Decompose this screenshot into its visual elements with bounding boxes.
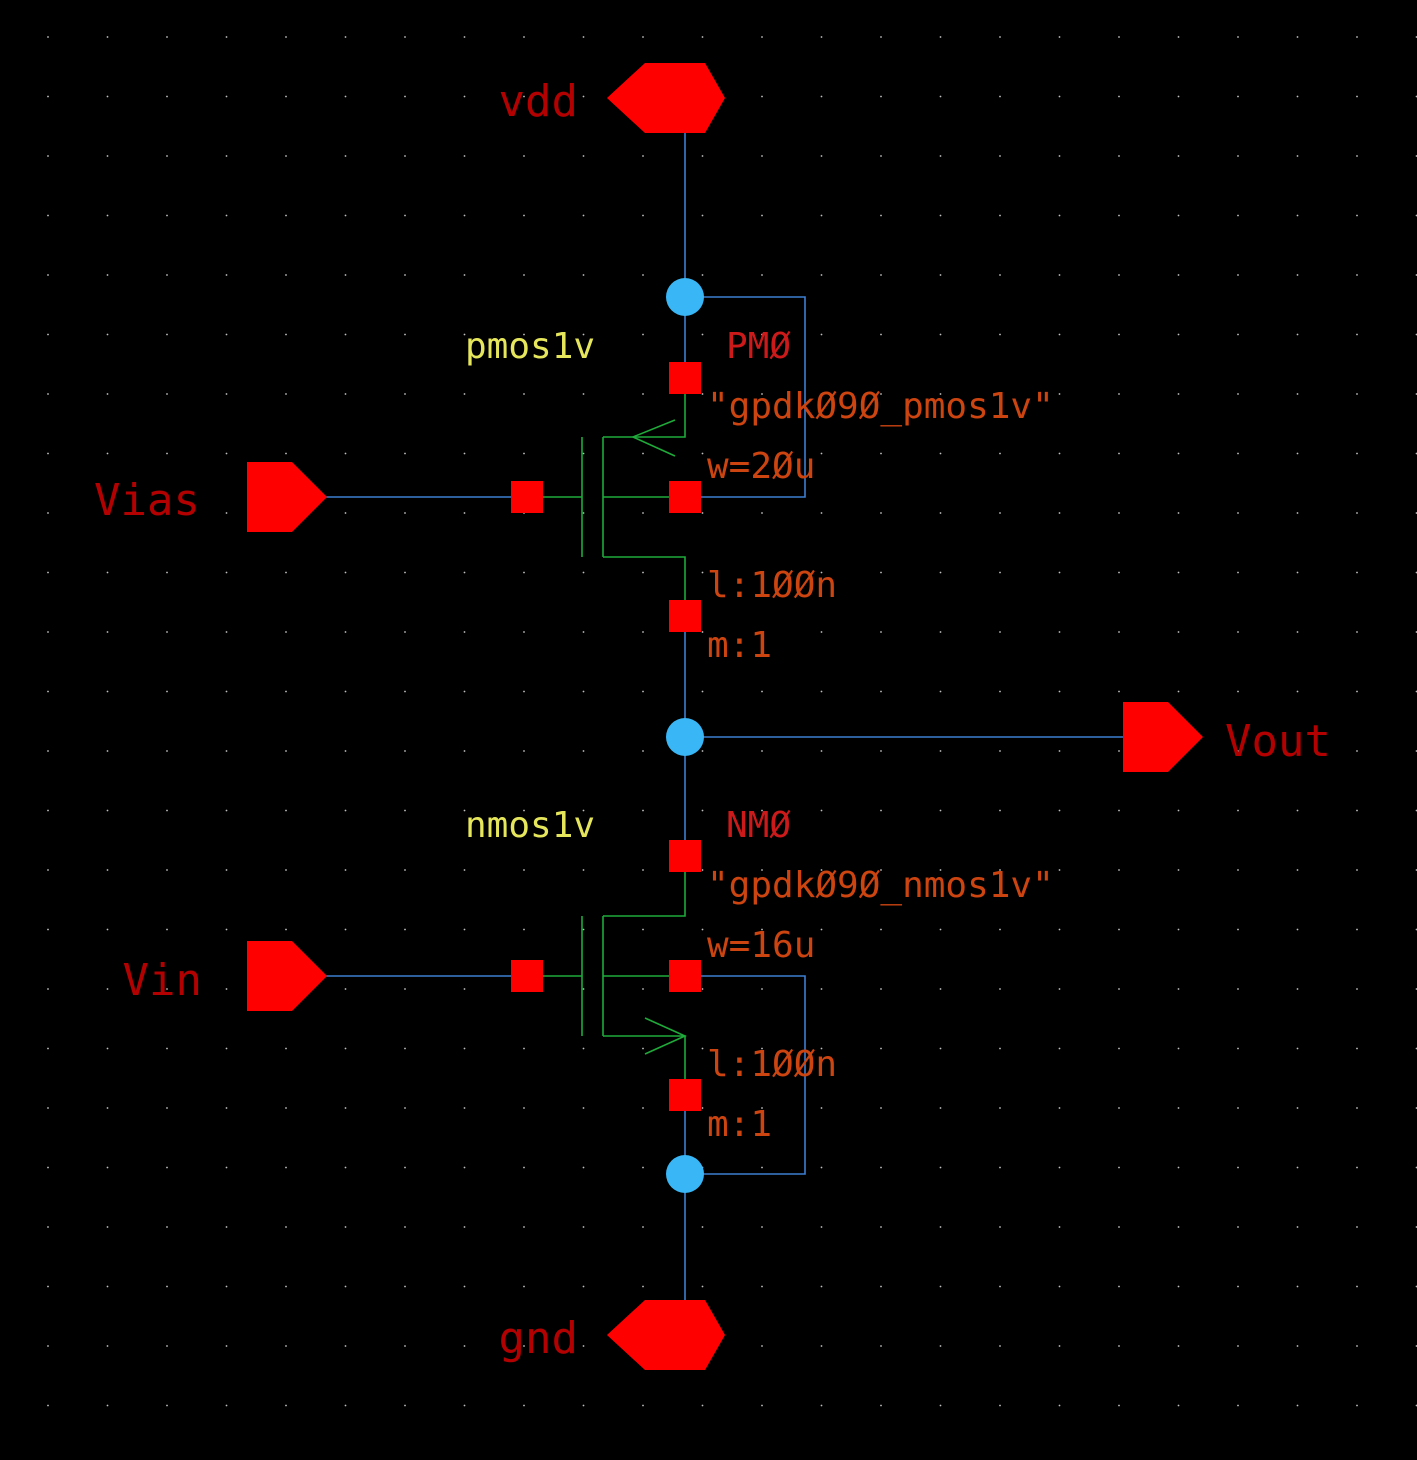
pmos-multiplier-param[interactable]: m:1 bbox=[707, 625, 772, 666]
junctions bbox=[666, 278, 704, 1193]
pmos-bulk-pad[interactable] bbox=[669, 481, 701, 513]
nmos-source-pad[interactable] bbox=[669, 1079, 701, 1111]
terminal-pads bbox=[511, 362, 701, 1111]
nmos-length-param[interactable]: l:1ØØn bbox=[707, 1044, 837, 1085]
vout-pin-label: Vout bbox=[1225, 716, 1331, 767]
pin-vdd[interactable]: vdd bbox=[499, 63, 725, 133]
nmos-labels: nmos1v NMØ "gpdkØ9Ø_nmos1v" w=16u l:1ØØn… bbox=[465, 805, 1054, 1145]
vias-pin-icon[interactable] bbox=[247, 462, 327, 532]
pmos-width-param[interactable]: w=2Øu bbox=[707, 446, 815, 487]
pin-gnd[interactable]: gnd bbox=[499, 1300, 725, 1370]
vdd-pin-icon[interactable] bbox=[607, 63, 725, 133]
pin-vin[interactable]: Vin bbox=[123, 941, 327, 1011]
junction-vdd[interactable] bbox=[666, 278, 704, 316]
pmos-cell-label: "gpdkØ9Ø_pmos1v" bbox=[707, 386, 1054, 427]
nmos-width-param[interactable]: w=16u bbox=[707, 925, 815, 966]
nmos-instance-name[interactable]: NMØ bbox=[726, 805, 791, 846]
pmos-source-pad[interactable] bbox=[669, 362, 701, 394]
pmos-length-param[interactable]: l:1ØØn bbox=[707, 565, 837, 606]
pin-vout[interactable]: Vout bbox=[1123, 702, 1331, 772]
wire-nmos-bulk[interactable] bbox=[685, 975, 806, 1175]
junction-vout[interactable] bbox=[666, 718, 704, 756]
vias-pin-label: Vias bbox=[94, 475, 200, 526]
pmos-instance-name[interactable]: PMØ bbox=[726, 326, 791, 367]
pmos-labels: pmos1v PMØ "gpdkØ9Ø_pmos1v" w=2Øu l:1ØØn… bbox=[465, 326, 1054, 666]
vin-pin-icon[interactable] bbox=[247, 941, 327, 1011]
junction-gnd[interactable] bbox=[666, 1155, 704, 1193]
nmos-bulk-pad[interactable] bbox=[669, 960, 701, 992]
nmos-gate-pad[interactable] bbox=[511, 960, 543, 992]
vin-pin-label: Vin bbox=[123, 955, 202, 1006]
vdd-pin-label: vdd bbox=[499, 76, 578, 127]
pin-vias[interactable]: Vias bbox=[94, 462, 327, 532]
nmos-model-label: nmos1v bbox=[465, 805, 595, 846]
vout-pin-icon[interactable] bbox=[1123, 702, 1203, 772]
pmos-drain-pad[interactable] bbox=[669, 600, 701, 632]
nmos-multiplier-param[interactable]: m:1 bbox=[707, 1104, 772, 1145]
gnd-pin-icon[interactable] bbox=[607, 1300, 725, 1370]
gnd-pin-label: gnd bbox=[499, 1313, 578, 1364]
pmos-gate-pad[interactable] bbox=[511, 481, 543, 513]
nmos-drain-pad[interactable] bbox=[669, 840, 701, 872]
nmos-cell-label: "gpdkØ9Ø_nmos1v" bbox=[707, 865, 1054, 906]
wire-pmos-bulk[interactable] bbox=[685, 296, 806, 498]
pmos-model-label: pmos1v bbox=[465, 326, 595, 367]
